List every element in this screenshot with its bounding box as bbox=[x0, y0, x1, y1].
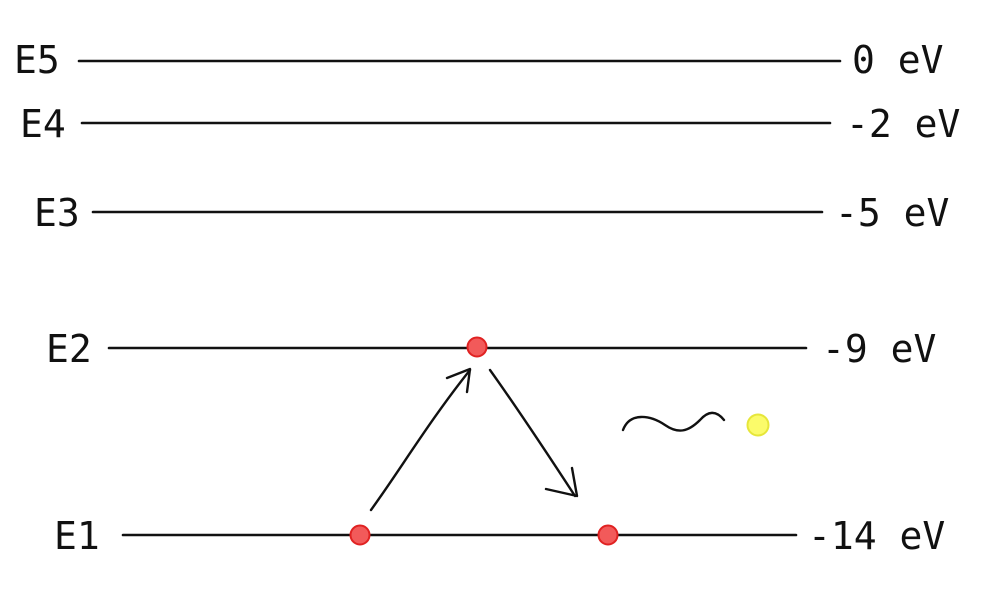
excitation-arrow bbox=[369, 367, 472, 512]
level-e2-energy: -9 eV bbox=[822, 327, 936, 371]
level-e3-label: E3 bbox=[34, 191, 80, 235]
level-e5: E5 0 eV bbox=[14, 38, 944, 82]
electron-e1-start bbox=[349, 524, 371, 546]
level-e5-label: E5 bbox=[14, 38, 60, 82]
electron-e1-end bbox=[597, 524, 619, 546]
level-e4-energy: -2 eV bbox=[846, 102, 960, 146]
level-e3: E3 -5 eV bbox=[34, 191, 949, 235]
electron-e2 bbox=[466, 336, 488, 358]
level-e1-energy: -14 eV bbox=[808, 514, 945, 558]
level-e3-energy: -5 eV bbox=[835, 191, 949, 235]
level-e4: E4 -2 eV bbox=[20, 102, 960, 146]
level-e4-label: E4 bbox=[20, 102, 66, 146]
level-e2: E2 -9 eV bbox=[46, 327, 936, 371]
photon-icon bbox=[746, 413, 770, 437]
level-e1: E1 -14 eV bbox=[54, 514, 945, 558]
level-e2-label: E2 bbox=[46, 327, 92, 371]
emission-arrow bbox=[488, 368, 579, 498]
photon-wave-icon bbox=[621, 411, 726, 432]
level-e1-label: E1 bbox=[54, 514, 100, 558]
level-e5-energy: 0 eV bbox=[852, 38, 944, 82]
